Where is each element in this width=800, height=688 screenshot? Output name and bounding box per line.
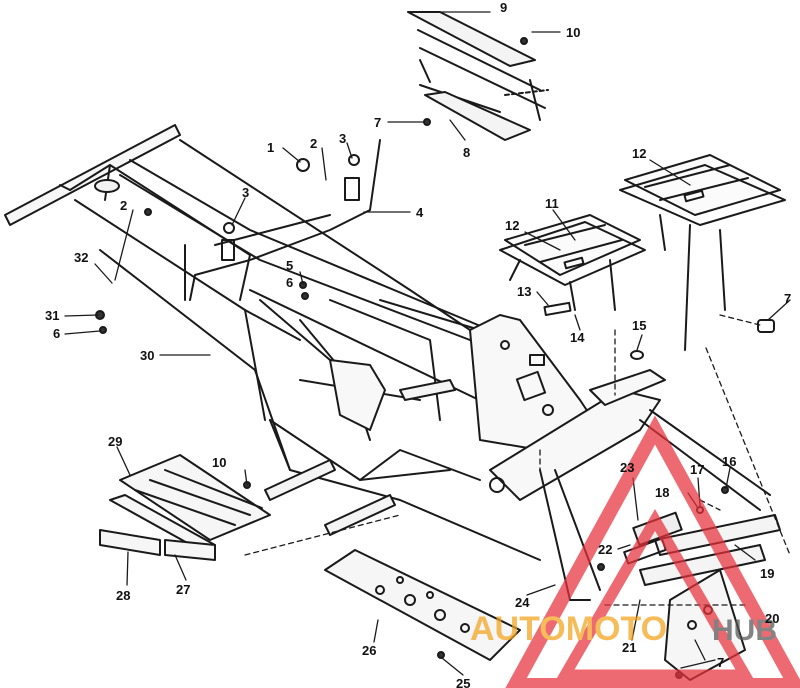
label-32: 32: [74, 250, 88, 265]
label-6: 6: [53, 326, 60, 341]
label-29: 29: [108, 434, 122, 449]
label-17: 17: [690, 462, 704, 477]
label-2: 2: [120, 198, 127, 213]
watermark-brand: AUTOMOTO: [470, 610, 667, 648]
label-28: 28: [116, 588, 130, 603]
label-30: 30: [140, 348, 154, 363]
label-15: 15: [632, 318, 646, 333]
guide-lines: [244, 314, 791, 606]
watermark: AUTOMOTO HUB: [470, 415, 800, 688]
label-24: 24: [515, 595, 530, 610]
warning-triangle-logo: [505, 415, 800, 688]
label-19: 19: [760, 566, 774, 581]
label-4: 4: [416, 205, 424, 220]
left-skid: [264, 379, 456, 536]
label-1: 1: [267, 140, 274, 155]
label-9: 9: [500, 0, 507, 15]
skid-plate: [324, 549, 521, 661]
grab-bar: [184, 139, 381, 301]
label-10: 10: [566, 25, 580, 40]
watermark-brand-suffix: HUB: [712, 614, 777, 647]
label-7: 7: [374, 115, 381, 130]
fasteners: [95, 37, 775, 679]
label-23: 23: [620, 460, 634, 475]
label-20: 20: [765, 611, 779, 626]
label-26: 26: [362, 643, 376, 658]
label-7: 7: [717, 655, 724, 670]
label-11: 11: [545, 196, 559, 211]
rear-crossmember: [489, 369, 781, 601]
label-22: 22: [598, 542, 612, 557]
label-27: 27: [176, 582, 190, 597]
label-14: 14: [570, 330, 585, 345]
label-2: 2: [310, 136, 317, 151]
footrest-assembly: [99, 454, 271, 561]
rear-rack-lower: [499, 214, 646, 311]
label-8: 8: [463, 145, 470, 160]
label-12: 12: [505, 218, 519, 233]
label-10: 10: [212, 455, 226, 470]
label-6: 6: [286, 275, 293, 290]
label-13: 13: [517, 284, 531, 299]
label-5: 5: [286, 258, 293, 273]
label-12: 12: [632, 146, 646, 161]
label-18: 18: [655, 485, 669, 500]
label-7: 7: [784, 291, 791, 306]
label-3: 3: [339, 131, 346, 146]
part-labels: 1 2 3 3 2 4 5 6 32 31 6 30 9 10 7 8 12 1…: [45, 0, 791, 688]
rear-rack-upper: [619, 154, 786, 351]
label-21: 21: [622, 640, 636, 655]
label-25: 25: [456, 676, 470, 688]
label-16: 16: [722, 454, 736, 469]
label-31: 31: [45, 308, 59, 323]
side-plate: [329, 359, 386, 431]
label-3: 3: [242, 185, 249, 200]
